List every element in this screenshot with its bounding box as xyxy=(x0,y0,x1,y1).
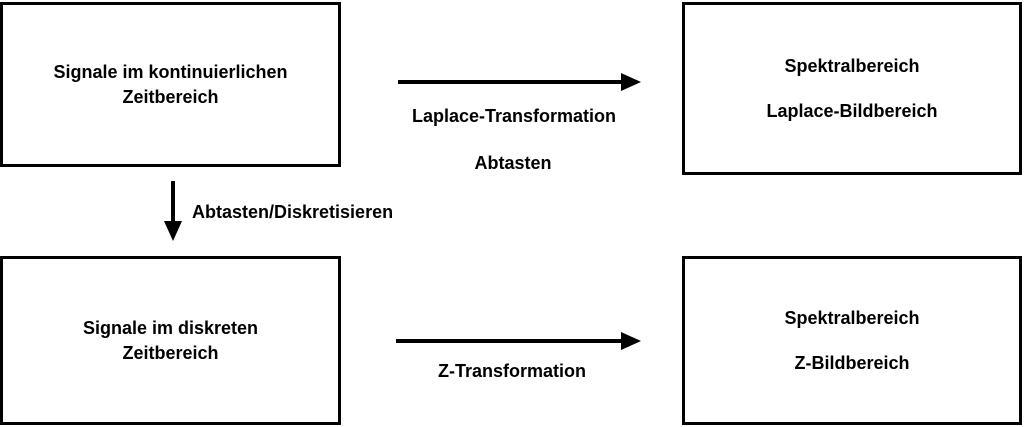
arrow-label-abtasten-diskretisieren: Abtasten/Diskretisieren xyxy=(192,202,394,222)
arrow-label-abtasten: Abtasten xyxy=(474,153,552,173)
box-label-line: Spektralbereich xyxy=(784,308,920,329)
arrow-down-sampling-icon xyxy=(163,181,183,241)
box-label-line: Zeitbereich xyxy=(122,86,219,107)
arrow-shaft xyxy=(171,181,175,223)
arrow-shaft xyxy=(398,80,623,84)
box-continuous-time-signals: Signale im kontinuierlichen Zeitbereich xyxy=(0,2,341,167)
arrow-label-z-transformation: Z-Transformation xyxy=(437,361,587,381)
arrow-shaft xyxy=(396,339,623,343)
arrow-head xyxy=(164,221,182,241)
box-z-spectral-domain: Spektralbereich Z-Bildbereich xyxy=(682,256,1022,425)
box-label-line: Signale im kontinuierlichen xyxy=(53,62,288,83)
box-label-line: Laplace-Bildbereich xyxy=(766,100,938,121)
arrow-head xyxy=(621,332,641,350)
box-discrete-time-signals: Signale im diskreten Zeitbereich xyxy=(0,256,341,425)
arrow-right-z-icon xyxy=(396,331,641,351)
arrow-right-laplace-icon xyxy=(398,72,641,92)
box-label-line: Zeitbereich xyxy=(122,342,219,363)
box-label-line: Spektralbereich xyxy=(784,56,920,77)
box-label-line: Z-Bildbereich xyxy=(794,352,910,373)
arrow-label-laplace-transformation: Laplace-Transformation xyxy=(411,106,617,126)
box-label-line: Signale im diskreten xyxy=(82,318,259,339)
arrow-head xyxy=(621,73,641,91)
box-laplace-spectral-domain: Spektralbereich Laplace-Bildbereich xyxy=(682,2,1022,175)
